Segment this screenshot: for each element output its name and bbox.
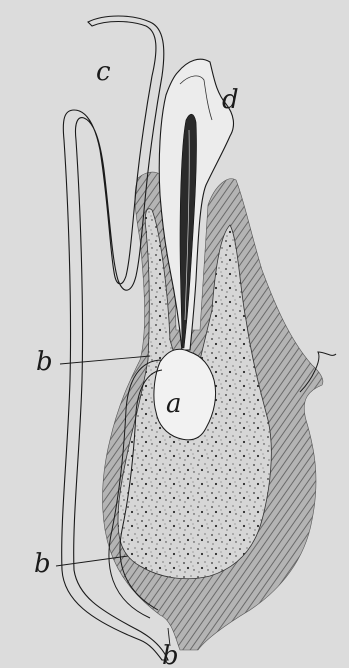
label-d: d — [222, 85, 239, 115]
label-b-upper: b — [36, 347, 53, 377]
label-a: a — [166, 389, 182, 419]
label-c: c — [96, 57, 111, 87]
label-b-lower: b — [34, 549, 51, 579]
label-b-bottom: b — [162, 641, 179, 668]
